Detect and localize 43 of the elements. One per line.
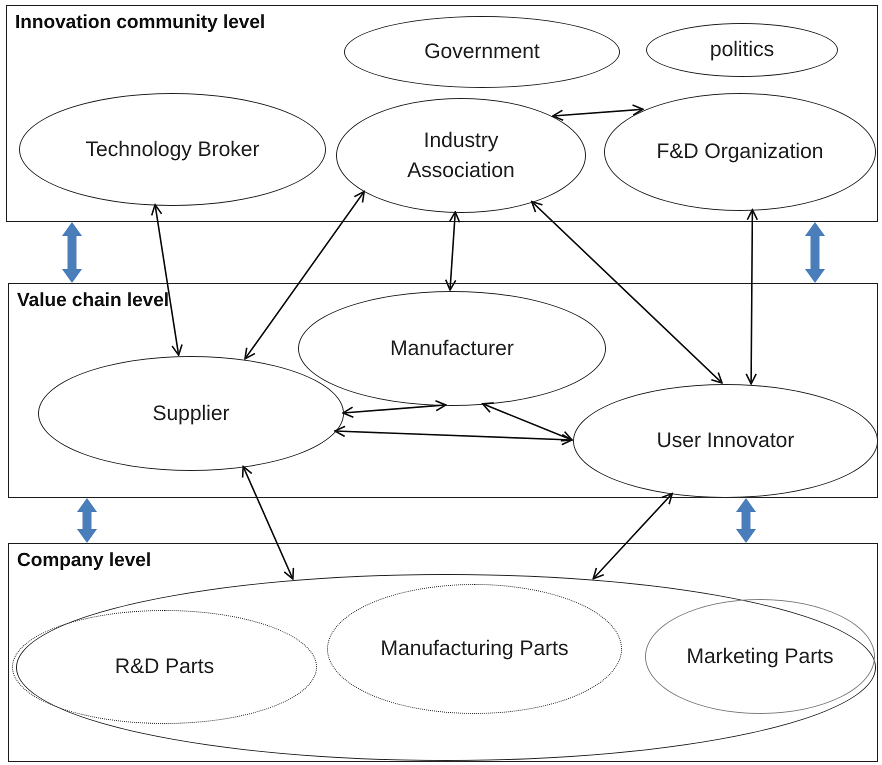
arrow <box>444 211 460 291</box>
arrow <box>244 190 366 360</box>
arrow <box>334 426 573 446</box>
node-label: Technology Broker <box>86 136 260 163</box>
level-title: Company level <box>17 550 152 572</box>
node-label: Supplier <box>152 400 230 427</box>
arrow <box>745 208 758 385</box>
ellipse-node <box>573 384 878 498</box>
node-label: User Innovator <box>656 428 794 454</box>
ellipse-node <box>19 93 326 206</box>
node-label: Industry Association <box>406 128 516 184</box>
level-panel <box>6 5 878 222</box>
ellipse-node <box>646 23 838 77</box>
level-panel <box>8 543 878 762</box>
level-title: Innovation community level <box>15 12 266 34</box>
node-label: Government <box>424 39 540 66</box>
ellipse-node <box>604 93 876 211</box>
arrow <box>530 200 723 384</box>
arrow <box>342 400 447 418</box>
node-label: politics <box>710 37 774 64</box>
block-arrow <box>77 498 97 543</box>
ellipse-node <box>38 356 344 471</box>
node-label: R&D Parts <box>114 654 214 680</box>
ellipse-node <box>645 599 875 714</box>
ellipse-node <box>12 610 317 724</box>
node-label: F&D Organization <box>656 139 824 166</box>
ellipse-node <box>336 98 586 213</box>
level-panel <box>8 283 878 498</box>
arrow <box>552 104 644 122</box>
block-arrow <box>805 222 825 283</box>
node-label: Marketing Parts <box>686 644 834 670</box>
arrow <box>150 204 183 356</box>
block-arrow <box>736 498 756 543</box>
ellipse-node <box>344 16 620 88</box>
arrow <box>242 466 294 580</box>
level-title: Value chain level <box>17 290 170 312</box>
arrow <box>482 402 573 442</box>
arrow <box>592 492 674 580</box>
ellipse-node <box>327 584 622 714</box>
ellipse-node <box>298 291 606 406</box>
node-label: Manufacturing Parts <box>380 636 568 662</box>
block-arrow <box>62 222 82 283</box>
node-label: Manufacturer <box>390 336 514 362</box>
